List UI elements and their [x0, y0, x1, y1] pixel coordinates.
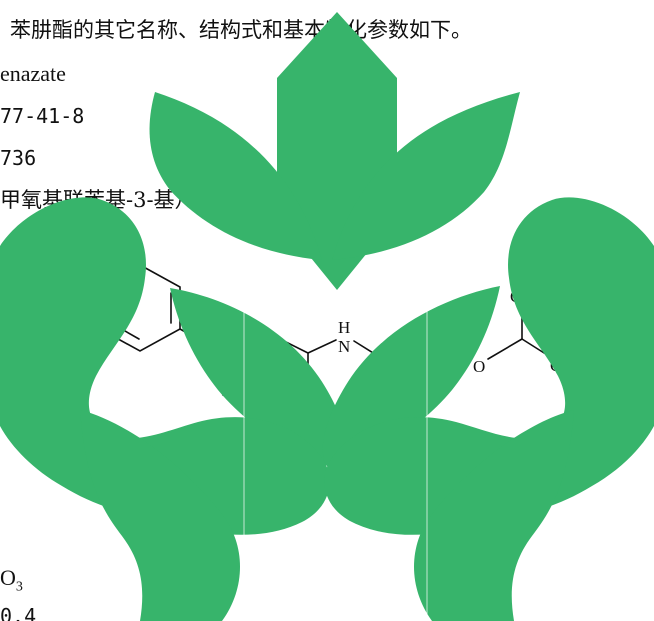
right-upper-leaf — [332, 92, 520, 260]
formula-fragment: O3 — [0, 566, 23, 599]
ring-to-nh-bond — [307, 339, 337, 354]
hands-and-leaves-logo — [0, 12, 654, 621]
right-forearm — [414, 410, 574, 621]
right-lower-leaf — [322, 286, 500, 470]
right-hand — [324, 197, 654, 535]
formula-fragment-sub: 3 — [15, 579, 23, 595]
ester-oxygen: O — [473, 357, 485, 376]
formula-fragment-main: O — [0, 565, 16, 590]
nh-top-h: H — [338, 318, 350, 337]
intro-line: 苯肼酯的其它名称、结构式和基本物化参数如下。 — [10, 18, 472, 42]
english-name-fragment: enazate — [0, 61, 66, 86]
watermark-light-lines — [243, 250, 428, 621]
left-upper-leaf — [149, 92, 322, 260]
ester-to-isopropyl-bond — [487, 338, 523, 360]
mass-fragment: 0.4 — [0, 604, 37, 621]
nh-top-n: N — [338, 337, 350, 356]
left-hand — [0, 197, 330, 535]
left-lower-leaf — [170, 288, 348, 470]
code-fragment: 736 — [0, 146, 37, 170]
cas-fragment: 77-41-8 — [0, 104, 85, 128]
left-forearm — [80, 410, 240, 621]
